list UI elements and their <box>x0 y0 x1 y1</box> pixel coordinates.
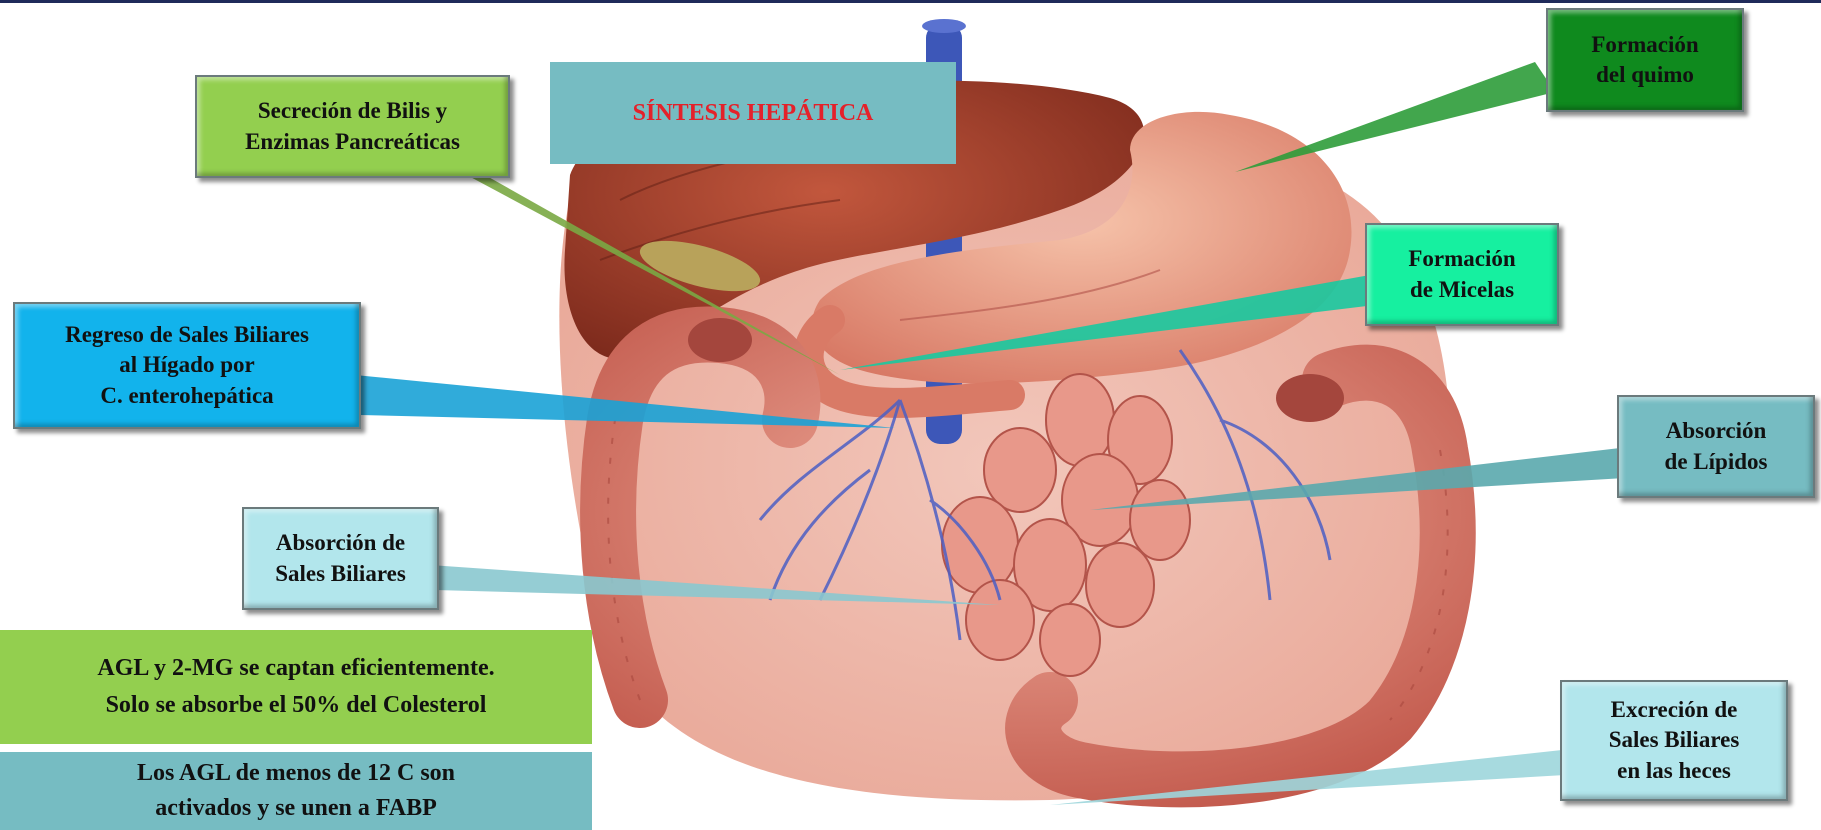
label-lipidos-text: Absorción de Lípidos <box>1665 416 1768 477</box>
note-agl-12c: Los AGL de menos de 12 C son activados y… <box>0 752 592 830</box>
label-regreso-sales: Regreso de Sales Biliares al Hígado por … <box>13 302 361 429</box>
note-agl-2mg: AGL y 2-MG se captan eficientemente. Sol… <box>0 630 592 744</box>
label-secrecion-bilis: Secreción de Bilis y Enzimas Pancreática… <box>195 75 510 178</box>
label-absorcion-sales-text: Absorción de Sales Biliares <box>275 528 406 589</box>
label-formacion-micelas: Formación de Micelas <box>1365 223 1559 326</box>
label-regreso-text: Regreso de Sales Biliares al Hígado por … <box>65 320 309 411</box>
label-absorcion-lipidos: Absorción de Lípidos <box>1617 395 1815 498</box>
page-title: SÍNTESIS HEPÁTICA <box>633 100 874 127</box>
label-absorcion-sales: Absorción de Sales Biliares <box>242 507 439 610</box>
label-secrecion-text: Secreción de Bilis y Enzimas Pancreática… <box>245 96 460 157</box>
note-agl-12c-text: Los AGL de menos de 12 C son activados y… <box>137 756 455 826</box>
title-box: SÍNTESIS HEPÁTICA <box>550 62 956 164</box>
label-quimo-text: Formación del quimo <box>1591 30 1698 91</box>
label-formacion-quimo: Formación del quimo <box>1546 8 1744 112</box>
label-excrecion-text: Excreción de Sales Biliares en las heces <box>1609 695 1740 786</box>
note-agl-2mg-text: AGL y 2-MG se captan eficientemente. Sol… <box>97 650 494 724</box>
label-micelas-text: Formación de Micelas <box>1408 244 1515 305</box>
label-excrecion-sales: Excreción de Sales Biliares en las heces <box>1560 680 1788 801</box>
